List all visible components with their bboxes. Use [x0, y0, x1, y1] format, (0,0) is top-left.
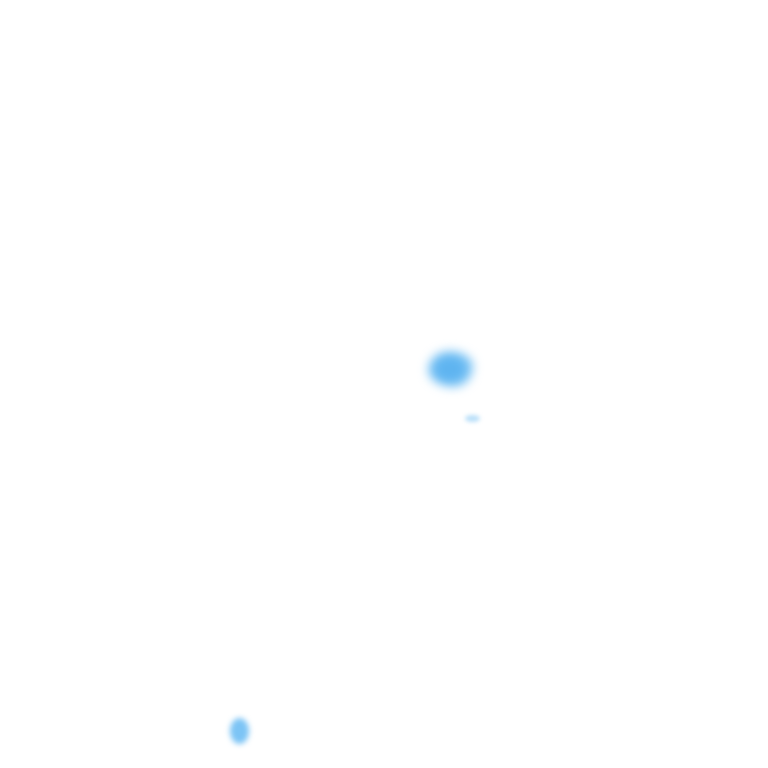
blue-blob-small	[465, 415, 480, 422]
blue-blob-center-core	[436, 358, 464, 380]
blue-blob-bottom-left	[230, 718, 249, 744]
